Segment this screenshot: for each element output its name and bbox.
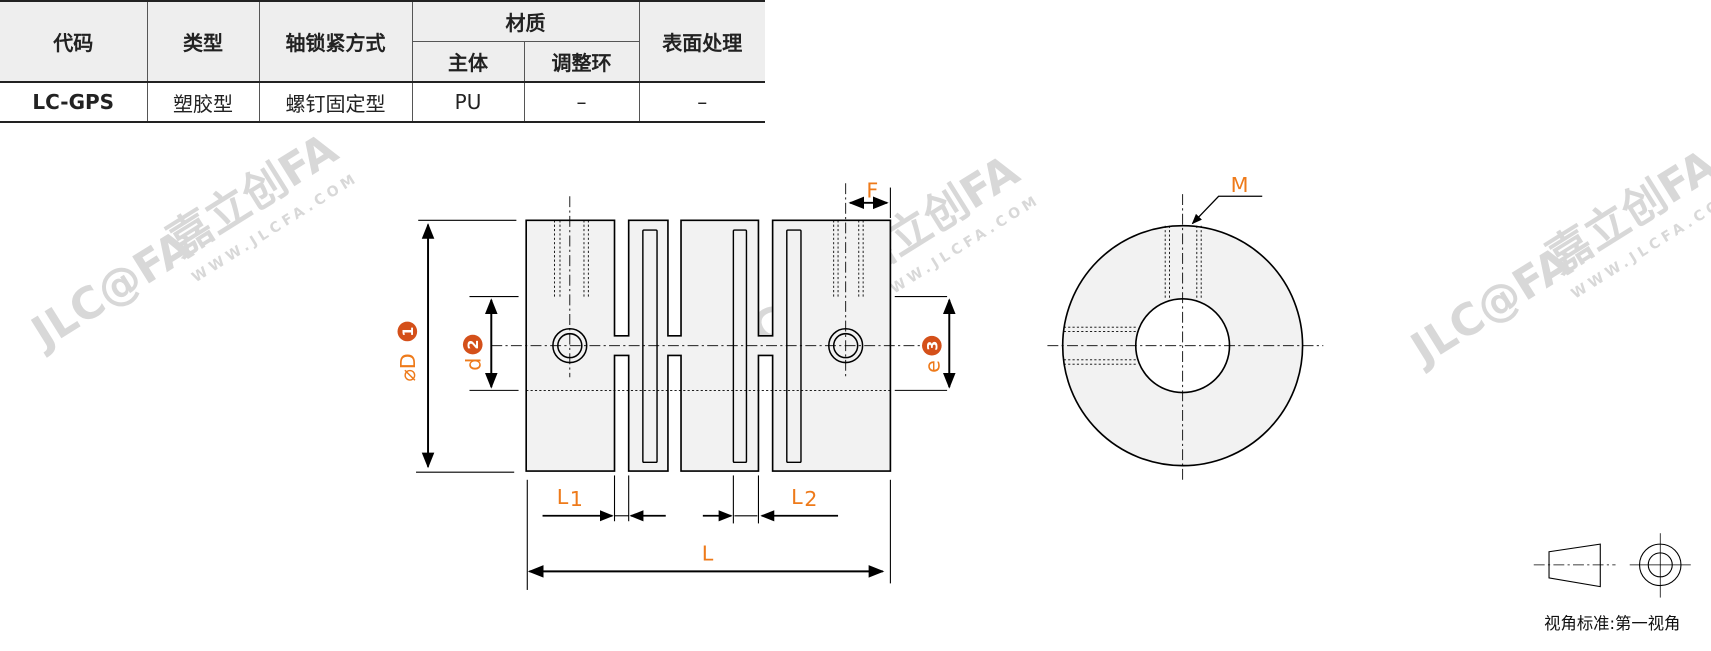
label-F: F <box>866 178 878 202</box>
svg-text:e: e <box>920 360 944 373</box>
label-d: d 2 <box>461 334 485 371</box>
label-M: M <box>1231 173 1249 197</box>
header-material-ring: 调整环 <box>523 41 639 83</box>
svg-text:1: 1 <box>570 487 583 511</box>
label-L2: L 2 <box>791 485 817 511</box>
svg-text:2: 2 <box>804 487 817 511</box>
svg-text:L: L <box>791 485 803 509</box>
svg-text:2: 2 <box>466 340 482 350</box>
coupling-side-view <box>491 183 941 472</box>
watermark-right: JLC@FA 嘉立创FA WWW.JLCFA.COM <box>1400 140 1711 376</box>
label-D: ⌀D 1 <box>396 321 420 382</box>
label-L: L <box>702 541 714 565</box>
label-L1: L 1 <box>557 485 583 511</box>
watermark-left: JLC@FA 嘉立创FA WWW.JLCFA.COM <box>21 124 362 360</box>
cell-surface: – <box>638 81 765 123</box>
svg-text:L: L <box>557 485 569 509</box>
view-standard-label: 视角标准:第一视角 <box>1544 614 1680 633</box>
svg-text:1: 1 <box>401 327 417 337</box>
header-surface: 表面处理 <box>638 0 765 83</box>
header-material: 材质 <box>411 0 640 42</box>
header-type: 类型 <box>146 0 260 83</box>
spec-table: 代码 类型 轴锁紧方式 材质 表面处理 主体 调整环 LC-GPS 塑胶型 螺钉… <box>0 0 765 123</box>
svg-text:⌀D: ⌀D <box>396 353 420 381</box>
table-row: LC-GPS 塑胶型 螺钉固定型 PU – – <box>0 81 765 123</box>
coupling-end-view: M <box>1047 173 1324 480</box>
cell-material-ring: – <box>523 81 640 123</box>
header-lock-method: 轴锁紧方式 <box>258 0 413 83</box>
cell-type: 塑胶型 <box>146 81 260 123</box>
header-material-body: 主体 <box>412 41 525 83</box>
dimension-lines <box>416 187 956 590</box>
label-e: e 3 <box>920 335 944 373</box>
svg-text:d: d <box>461 358 485 371</box>
header-code: 代码 <box>0 0 148 83</box>
first-angle-projection-icon <box>1533 533 1691 598</box>
svg-text:3: 3 <box>925 341 941 351</box>
cell-material-body: PU <box>411 81 525 123</box>
